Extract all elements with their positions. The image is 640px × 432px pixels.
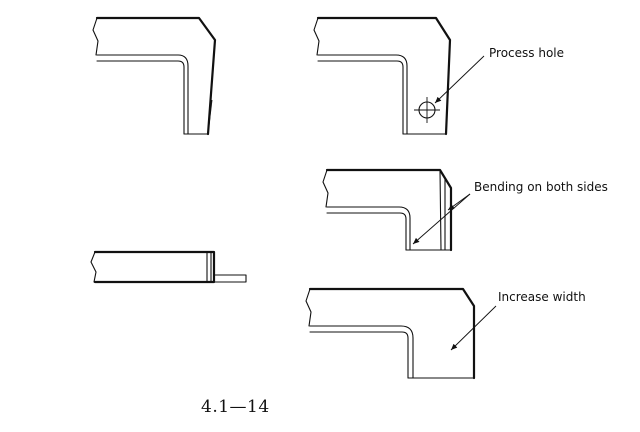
bend-leader-lower [412,193,471,245]
part-plain-corner [92,16,217,136]
process-hole-leader [434,55,485,104]
increase-width-label: Increase width [498,290,586,304]
bending-both-sides-label: Bending on both sides [474,180,608,194]
part-process-hole [313,16,485,136]
part-bending-both-sides [322,168,471,252]
part-side-view [90,250,247,284]
figure-caption: 4.1—14 [201,397,270,417]
part-increase-width [305,287,497,380]
process-hole-label: Process hole [489,46,564,60]
increase-width-leader [450,305,497,351]
